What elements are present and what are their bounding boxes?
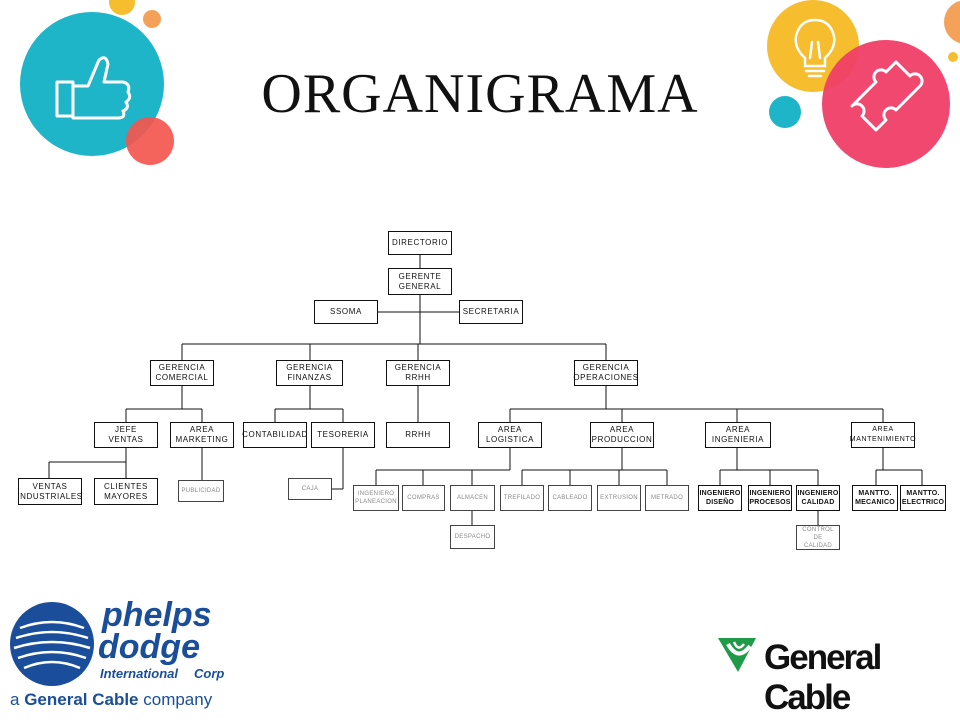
- tagline-suffix: company: [138, 690, 213, 709]
- node-ingeniero-calidad: INGENIERO CALIDAD: [796, 485, 840, 511]
- node-gerencia-operaciones: GERENCIA OPERACIONES: [573, 360, 638, 386]
- node-mantto-electrico: MANTTO. ELECTRICO: [900, 485, 946, 511]
- corp-text: Corp: [194, 666, 224, 681]
- phelps-dodge-logo: phelps dodge International Corp: [10, 598, 224, 686]
- node-jefe-ventas: JEFE VENTAS: [94, 422, 158, 448]
- tagline-brand: General Cable: [24, 690, 139, 709]
- general-cable-logo-text: General Cable: [764, 638, 882, 717]
- node-despacho: DESPACHO: [450, 525, 495, 549]
- puzzle-icon: [850, 60, 924, 132]
- node-contabilidad: CONTABILIDAD: [242, 422, 307, 448]
- node-gerencia-finanzas: GERENCIA FINANZAS: [276, 360, 343, 386]
- node-tesoreria: TESORERIA: [311, 422, 375, 448]
- node-area-logistica: AREA LOGISTICA: [478, 422, 542, 448]
- node-almacen: ALMACEN: [450, 485, 495, 511]
- deco-circle-yellow-dot: [948, 52, 958, 62]
- node-caja: CAJA: [288, 478, 332, 500]
- node-area-produccion: AREA PRODUCCION: [590, 422, 654, 448]
- node-compras: COMPRAS: [402, 485, 445, 511]
- node-gerencia-rrhh: GERENCIA RRHH: [386, 360, 450, 386]
- node-area-marketing: AREA MARKETING: [170, 422, 234, 448]
- general-cable-logo-icon: [718, 638, 756, 672]
- node-trefilado: TREFILADO: [500, 485, 544, 511]
- node-extrusion: EXTRUSION: [597, 485, 641, 511]
- lightbulb-icon: [794, 18, 836, 78]
- node-ingeniero-procesos: INGENIERO PROCESOS: [748, 485, 792, 511]
- deco-circle-orange-small: [143, 10, 161, 28]
- node-ssoma: SSOMA: [314, 300, 378, 324]
- node-secretaria: SECRETARIA: [459, 300, 523, 324]
- deco-circle-yellow-small: [109, 0, 135, 15]
- deco-circle-orange-right: [944, 0, 960, 44]
- deco-circle-pink: [822, 40, 950, 168]
- logo-tagline: a General Cable company: [10, 690, 212, 710]
- dodge-text: dodge: [98, 628, 200, 666]
- page-title: ORGANIGRAMA: [261, 63, 699, 125]
- node-gerente-general: GERENTE GENERAL: [388, 268, 452, 295]
- node-ingeniero-planeacion: INGENIERO PLANEACION: [353, 485, 399, 511]
- thumbs-up-icon: [55, 56, 132, 120]
- node-cableado: CABLEADO: [548, 485, 592, 511]
- node-control-calidad: CONTROL DE CALIDAD: [796, 525, 840, 550]
- deco-circle-coral: [126, 117, 174, 165]
- node-directorio: DIRECTORIO: [388, 231, 452, 255]
- node-ingeniero-diseno: INGENIERO DISEÑO: [698, 485, 742, 511]
- node-publicidad: PUBLICIDAD: [178, 480, 224, 502]
- node-area-ingenieria: AREA INGENIERIA: [705, 422, 771, 448]
- node-rrhh: RRHH: [386, 422, 450, 448]
- node-ventas-industriales: VENTAS INDUSTRIALES: [17, 478, 82, 505]
- node-metrado: METRADO: [645, 485, 689, 511]
- tagline-prefix: a: [10, 690, 25, 709]
- deco-circle-teal-small: [769, 96, 801, 128]
- node-mantto-mecanico: MANTTO. MECANICO: [852, 485, 898, 511]
- node-gerencia-comercial: GERENCIA COMERCIAL: [150, 360, 214, 386]
- deco-circle-teal: [20, 12, 164, 156]
- node-area-mantenimiento: AREA MANTENIMIENTO: [850, 422, 916, 448]
- international-text: International: [100, 666, 178, 681]
- node-clientes-mayores: CLIENTES MAYORES: [94, 478, 158, 505]
- phelps-text: phelps: [101, 598, 212, 634]
